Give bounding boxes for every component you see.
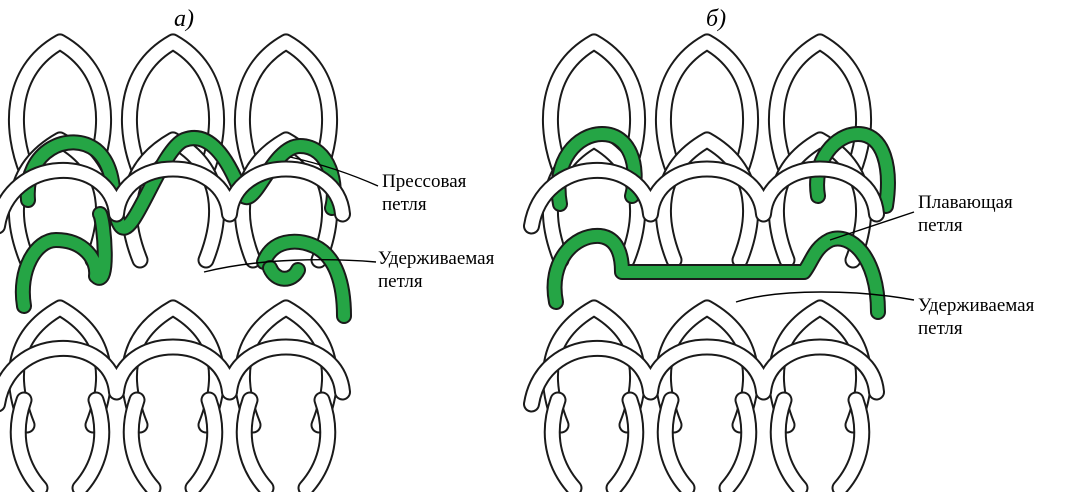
callout-float-loop-line2: петля <box>918 215 963 236</box>
callout-tuck-loop-line2: петля <box>382 194 427 215</box>
panel-b-label: б) <box>706 6 726 32</box>
panel-a-white-front <box>0 169 343 404</box>
callout-tuck-loop-line1: Прессовая <box>382 171 467 192</box>
leader-held-loop-b <box>736 292 914 302</box>
b-top-loop-2 <box>663 42 750 172</box>
panel-b-fabric <box>532 42 888 488</box>
callout-held-loop-a-line2: петля <box>378 271 423 292</box>
callout-held-loop-b-line1: Удерживаемая <box>918 295 1035 316</box>
a-green-tuck-left <box>23 214 105 306</box>
panel-a-fabric <box>0 42 344 488</box>
a-green-tuck-hook <box>270 268 298 279</box>
panel-a-white-yarn <box>16 42 329 488</box>
panel-a-label: а) <box>174 6 194 32</box>
callout-float-loop-line1: Плавающая <box>918 192 1013 213</box>
panel-b-white-front <box>532 169 877 404</box>
callout-held-loop-a-line1: Удерживаемая <box>378 248 495 269</box>
callout-held-loop-b-line2: петля <box>918 318 963 339</box>
